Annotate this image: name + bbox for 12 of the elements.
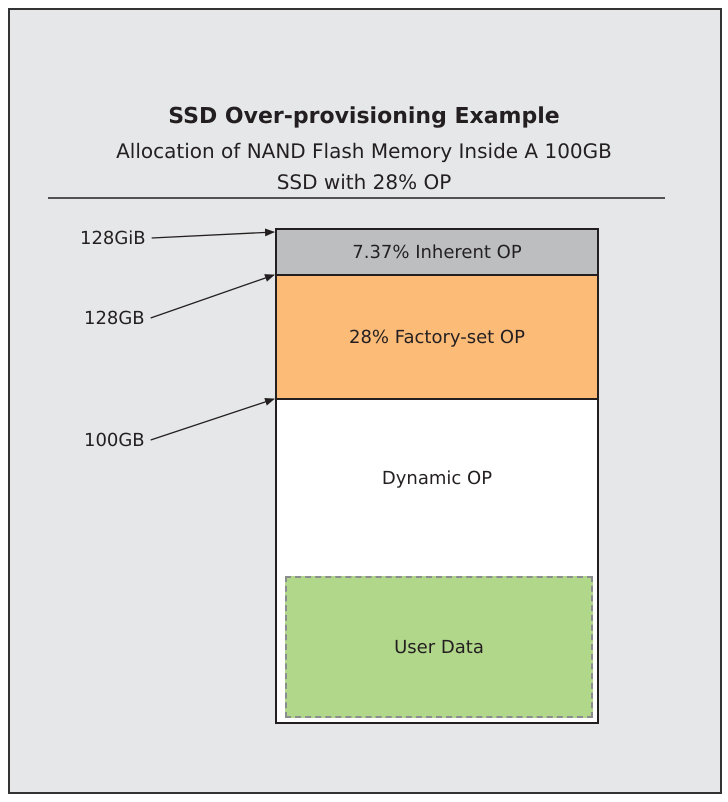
capacity-label: 128GiB (80, 226, 146, 250)
diagram-title: SSD Over-provisioning Example (167, 104, 561, 129)
leader-arrow (152, 228, 275, 239)
capacity-label: 128GB (84, 306, 145, 330)
capacity-label: 100GB (84, 428, 145, 452)
user-data-region: User Data (285, 576, 593, 718)
leader-arrow (150, 274, 275, 319)
subtitle: Allocation of NAND Flash Memory Inside A 100GB SSD with 28% OP (115, 138, 613, 196)
memory-segment: Dynamic OP User Data (275, 398, 599, 724)
memory-segment: 7.37% Inherent OP (275, 228, 599, 276)
memory-segment: 28% Factory-set OP (275, 274, 599, 400)
leader-arrow (150, 398, 275, 441)
